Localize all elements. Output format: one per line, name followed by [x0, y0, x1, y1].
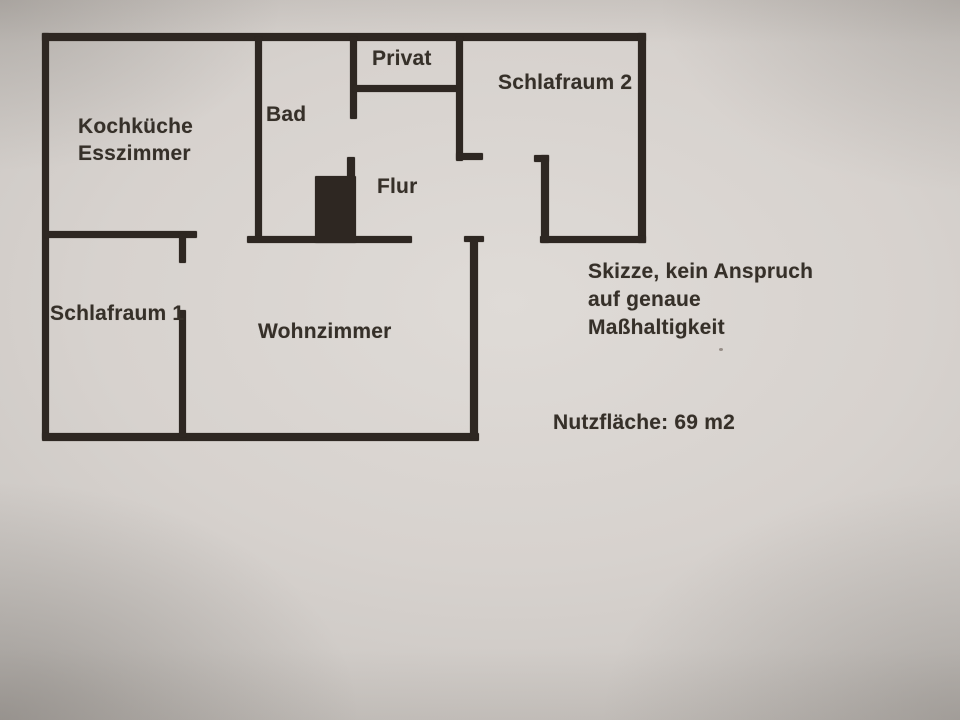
room-label-kochkueche-line1: Kochküche [78, 115, 193, 138]
usable-area-label: Nutzfläche: 69 m2 [553, 411, 735, 434]
room-label-kochkueche-line2: Esszimmer [78, 142, 191, 165]
disclaimer-line-1: Skizze, kein Anspruch [588, 260, 814, 283]
disclaimer-line-2: auf genaue [588, 288, 701, 311]
room-label-bad: Bad [266, 103, 307, 126]
wall-wohnzimmer-right [470, 238, 478, 438]
wall-outer-right [638, 33, 646, 243]
wall-kochkueche-bottom [45, 231, 197, 238]
wall-bad-left [255, 37, 262, 240]
wall-schlafraum1-door-jamb [179, 234, 186, 263]
wall-privat-bottom [353, 85, 460, 92]
room-label-kochkueche: Kochküche Esszimmer [78, 113, 193, 167]
wall-schlafraum2-left [456, 37, 463, 161]
paper-speck [719, 348, 723, 351]
room-label-wohnzimmer: Wohnzimmer [258, 320, 392, 343]
disclaimer-note: Skizze, kein Anspruch auf genaue Maßhalt… [588, 258, 813, 342]
wall-schlafraum2-bottom [540, 236, 646, 243]
room-label-privat: Privat [372, 47, 432, 70]
chimney-block [315, 176, 356, 243]
wall-bad-door-jamb [347, 157, 355, 178]
room-label-schlafraum2: Schlafraum 2 [498, 71, 633, 94]
disclaimer-line-3: Maßhaltigkeit [588, 316, 725, 339]
room-label-flur: Flur [377, 175, 418, 198]
wall-outer-top [42, 33, 646, 41]
room-label-schlafraum1: Schlafraum 1 [50, 302, 185, 325]
wall-privat-left [350, 37, 357, 119]
wall-schlafraum2-left-stub [456, 153, 483, 160]
wall-schlafraum2-door [541, 155, 549, 243]
wall-bottom [42, 433, 479, 441]
wall-schlafraum1-right [179, 310, 186, 437]
